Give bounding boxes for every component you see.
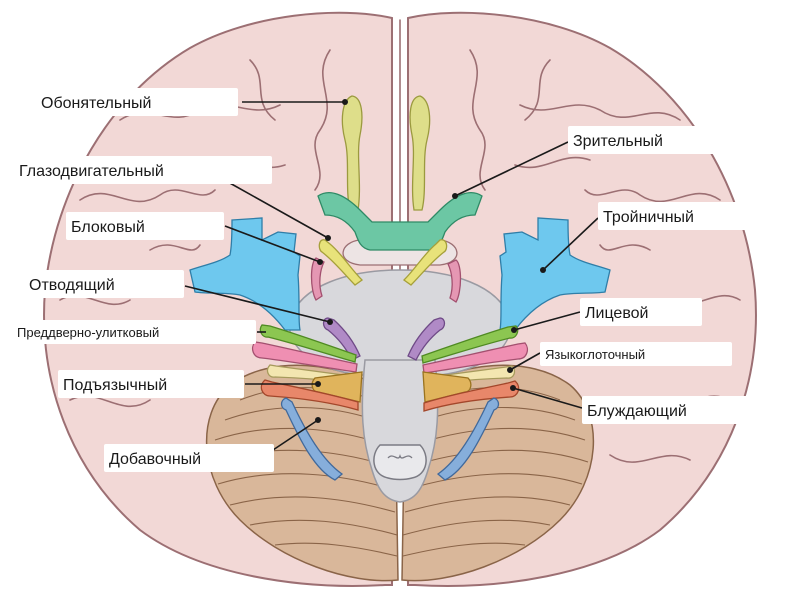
olfactory-nerve-right (409, 95, 431, 211)
vagus-nerve-right (423, 380, 520, 412)
vestibulocochlear-nerve-right (422, 342, 529, 374)
optic-nerve (317, 192, 483, 251)
facial-nerve-left (259, 324, 357, 363)
label-hypoglossal: Подъязычный (58, 370, 244, 398)
accessory-nerve-left (280, 397, 344, 481)
label-vestibulocochlear: Преддверно-улитковый (12, 320, 256, 344)
trigeminal-nerve-right (499, 217, 611, 331)
label-hypoglossal-text: Подъязычный (63, 377, 167, 394)
label-trochlear-text: Блоковый (71, 219, 145, 236)
label-oculomotor-text: Глазодвигательный (19, 163, 164, 180)
label-olfactory: Обонятельный (36, 88, 238, 116)
label-trochlear: Блоковый (66, 212, 224, 240)
label-facial-text: Лицевой (585, 305, 648, 322)
label-accessory: Добавочный (104, 444, 274, 472)
leader-lines (184, 99, 599, 453)
labels: Обонятельный Зрительный Глазодвигательны… (12, 88, 762, 472)
trochlear-nerve-right (447, 259, 462, 303)
oculomotor-nerve-left (318, 239, 364, 286)
cerebellum-right (401, 364, 595, 582)
facial-nerve-right (421, 325, 519, 364)
label-optic-text: Зрительный (573, 133, 663, 150)
label-optic: Зрительный (568, 126, 728, 154)
vagus-nerve-left (260, 379, 359, 411)
oculomotor-nerve-right (402, 239, 448, 286)
trochlear-nerve-left (310, 257, 325, 301)
label-vagus: Блуждающий (582, 396, 760, 424)
label-vestibulocochlear-text: Преддверно-улитковый (17, 325, 159, 340)
abducens-nerve-left (322, 317, 361, 361)
label-glossopharyngeal: Языкоглоточный (540, 342, 732, 366)
label-trigeminal-text: Тройничный (603, 209, 694, 226)
trigeminal-nerve-left (189, 217, 301, 331)
label-oculomotor: Глазодвигательный (14, 156, 272, 184)
label-trigeminal: Тройничный (598, 202, 762, 230)
label-abducens-text: Отводящий (29, 277, 115, 294)
label-abducens: Отводящий (24, 270, 184, 298)
label-glossopharyngeal-text: Языкоглоточный (545, 347, 645, 362)
label-facial: Лицевой (580, 298, 702, 326)
spinal-cord-section (373, 444, 427, 481)
label-accessory-text: Добавочный (109, 451, 201, 468)
accessory-nerve-right (436, 397, 500, 481)
vestibulocochlear-nerve-left (251, 341, 358, 373)
abducens-nerve-right (407, 317, 446, 361)
label-vagus-text: Блуждающий (587, 403, 687, 420)
cerebellum (205, 364, 595, 582)
nerves (189, 95, 611, 481)
label-olfactory-text: Обонятельный (41, 95, 151, 112)
